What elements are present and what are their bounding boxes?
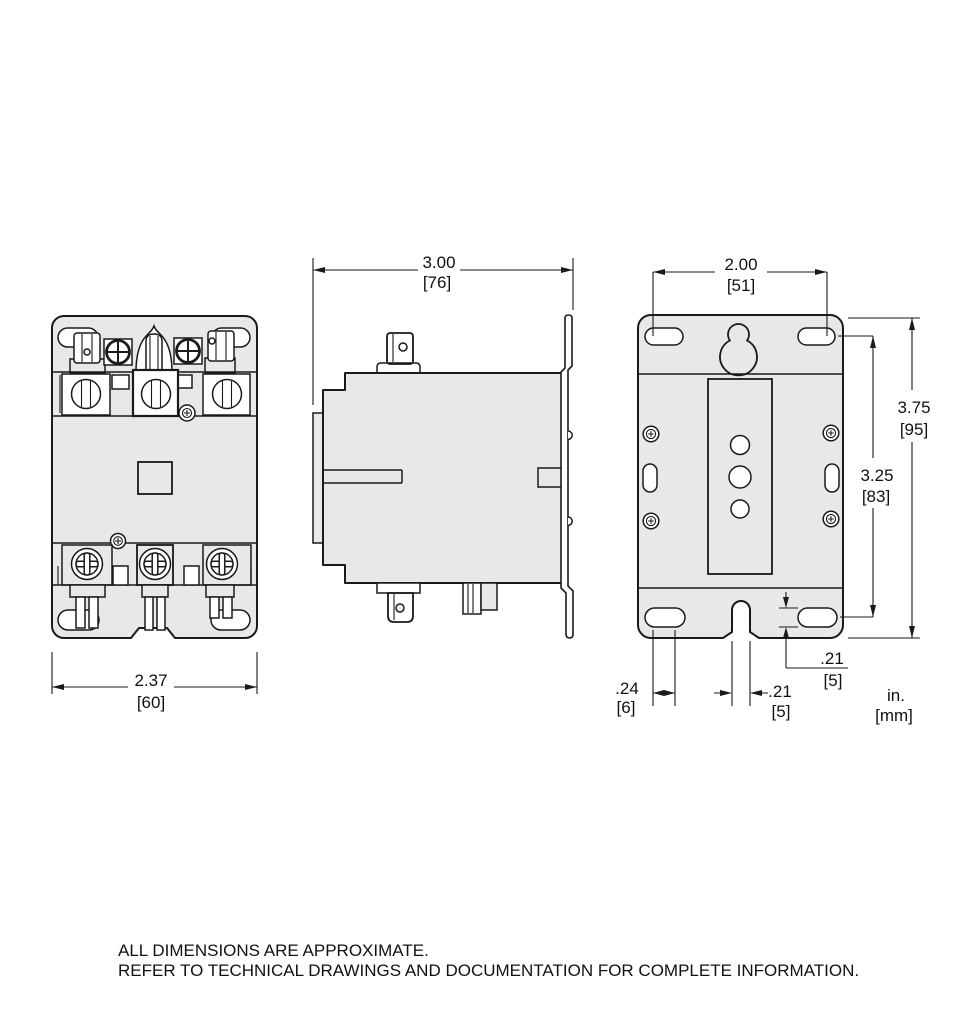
- side-right-boss: [537, 467, 563, 488]
- back-bottom-right-slot: [797, 607, 838, 628]
- side-plate-bump-upper: [567, 430, 573, 441]
- footer-note-line2: REFER TO TECHNICAL DRAWINGS AND DOCUMENT…: [118, 961, 859, 980]
- side-top-tab-terminal: [376, 332, 421, 372]
- dim-back-slot-height: .21 [5]: [783, 592, 848, 690]
- dim-side-depth: 3.00 [76]: [312, 253, 574, 405]
- dim-front-width-in: 2.37: [134, 671, 167, 690]
- footer-notes: ALL DIMENSIONS ARE APPROXIMATE. REFER TO…: [118, 941, 859, 980]
- back-top-left-slot: [644, 327, 684, 346]
- side-plate-bump-lower: [567, 516, 573, 527]
- front-center-square: [137, 461, 173, 495]
- dim-back-notch-width-mm: [5]: [772, 702, 791, 721]
- back-divider-lines: [638, 373, 843, 589]
- back-screw-top-right-icon: [822, 424, 840, 442]
- back-keyhole: [719, 323, 758, 377]
- front-lower-screw-right-icon: [205, 547, 239, 581]
- back-side-oval-right: [824, 463, 840, 493]
- front-lower-terminals: [57, 544, 252, 586]
- front-top-right-tab-terminal: [204, 330, 236, 374]
- front-lower-screw-mid-icon: [138, 547, 172, 581]
- dim-back-slot-height-mm: [5]: [824, 671, 843, 690]
- front-small-screw-lower-icon: [109, 532, 127, 550]
- back-slot-edge-ticks: [779, 607, 798, 628]
- front-top-left-tab-terminal: [69, 332, 106, 374]
- dim-back-slot-width-mm: [6]: [617, 698, 636, 717]
- back-center-recess: [707, 378, 773, 575]
- dim-back-slot-spacing: 2.00 [51]: [652, 255, 828, 336]
- dim-back-notch-width: .21 [5]: [714, 641, 792, 721]
- back-center-hole-mid: [728, 465, 752, 489]
- front-upper-terminals: [59, 368, 251, 418]
- dim-back-slot-spacing-mm: [51]: [727, 276, 755, 295]
- dim-back-slot-span: 3.25 [83]: [838, 335, 894, 618]
- footer-note-line1: ALL DIMENSIONS ARE APPROXIMATE.: [118, 941, 429, 960]
- back-screw-top-left-icon: [642, 425, 660, 443]
- dim-side-depth-in: 3.00: [422, 253, 455, 272]
- back-center-hole-top: [729, 434, 751, 456]
- back-screw-bottom-left-icon: [642, 512, 660, 530]
- back-screw-bottom-right-icon: [822, 510, 840, 528]
- dim-back-slot-spacing-in: 2.00: [724, 255, 757, 274]
- back-bottom-left-slot: [644, 607, 686, 628]
- side-coil-terminal: [462, 582, 498, 615]
- front-center-clamp: [135, 323, 173, 373]
- units-inches-label: in.: [887, 686, 905, 705]
- back-corner-screws: [642, 424, 840, 530]
- back-view: 2.00 [51] 3.75 [95] 3.25 [83] .21 [5]: [615, 255, 930, 725]
- units-mm-label: [mm]: [875, 706, 913, 725]
- dim-back-height: 3.75 [95]: [848, 317, 931, 639]
- dim-back-slot-width: .24 [6]: [615, 630, 676, 717]
- front-view: 2.37 [60]: [51, 315, 258, 712]
- back-top-right-slot: [797, 327, 836, 346]
- side-body-outline: [322, 372, 563, 584]
- front-lower-screw-left-icon: [70, 547, 104, 581]
- units-label: in. [mm]: [875, 686, 913, 725]
- side-bottom-tab-terminal: [376, 582, 421, 623]
- side-view: 3.00 [76]: [312, 253, 574, 639]
- side-mounting-plate: [560, 314, 574, 639]
- dim-back-slot-span-in: 3.25: [860, 466, 893, 485]
- dim-back-slot-width-in: .24: [615, 679, 639, 698]
- dim-back-height-mm: [95]: [900, 420, 928, 439]
- dim-front-width: 2.37 [60]: [51, 652, 258, 712]
- dim-back-slot-span-mm: [83]: [862, 487, 890, 506]
- side-slot-lines: [323, 469, 403, 484]
- dim-back-height-in: 3.75: [897, 398, 930, 417]
- dim-front-width-mm: [60]: [137, 693, 165, 712]
- front-small-screw-upper-icon: [178, 404, 196, 422]
- back-center-hole-bottom: [730, 499, 750, 519]
- front-top-right-screw-icon: [173, 337, 203, 365]
- dim-back-notch-width-in: .21: [768, 682, 792, 701]
- side-left-panel: [312, 412, 324, 544]
- back-side-oval-left: [642, 463, 658, 493]
- front-bottom-terminals: [57, 584, 251, 631]
- dim-back-slot-height-in: .21: [820, 649, 844, 668]
- dim-side-depth-mm: [76]: [423, 273, 451, 292]
- front-top-left-screw-icon: [103, 338, 133, 366]
